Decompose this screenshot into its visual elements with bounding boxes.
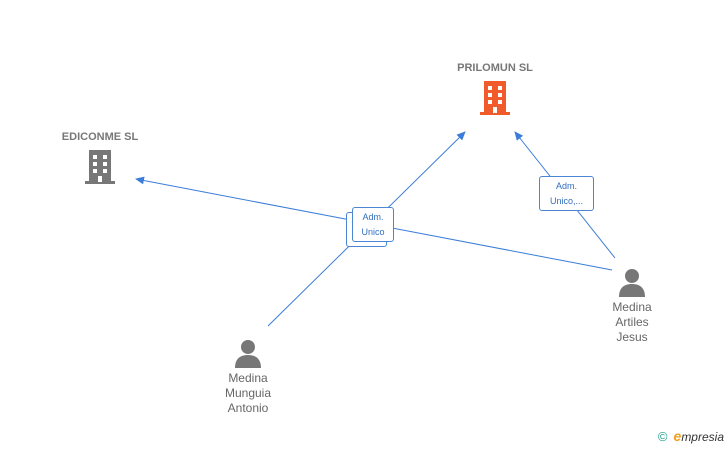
person-icon bbox=[235, 340, 261, 368]
company-name: EDICONME SL bbox=[61, 131, 139, 143]
copyright-symbol: © bbox=[657, 429, 668, 444]
person-name-line: Antonio bbox=[227, 401, 269, 415]
person-name-line: Munguia bbox=[224, 386, 272, 400]
edge-label-line: Unico bbox=[361, 227, 385, 237]
brand-initial: e bbox=[673, 428, 682, 444]
person-name-line: Jesus bbox=[616, 330, 648, 344]
edge-label-line: Unico,... bbox=[549, 196, 583, 206]
edge-label-line: Adm. bbox=[362, 212, 384, 222]
person-node-medina-munguia[interactable]: Medina Munguia Antonio bbox=[208, 338, 288, 416]
edge-label-line: Adm. bbox=[555, 181, 577, 191]
person-icon bbox=[619, 269, 645, 297]
brand-name: mpresia bbox=[681, 430, 724, 444]
company-name: PRILOMUN SL bbox=[457, 62, 533, 74]
edge-label-adm-unico[interactable]: Adm. Unico bbox=[352, 207, 394, 242]
person-name-line: Artiles bbox=[615, 315, 649, 329]
empresia-logo: © empresia bbox=[658, 428, 724, 444]
person-name-line: Medina bbox=[612, 300, 652, 314]
building-icon bbox=[85, 150, 115, 184]
company-node-prilomun[interactable]: PRILOMUN SL bbox=[430, 62, 560, 116]
person-node-medina-artiles[interactable]: Medina Artiles Jesus bbox=[592, 267, 672, 345]
person-name-line: Medina bbox=[228, 371, 268, 385]
edge-label-adm-unico-more[interactable]: Adm. Unico,... bbox=[539, 176, 594, 211]
company-node-ediconme[interactable]: EDICONME SL bbox=[35, 131, 165, 185]
building-icon bbox=[480, 81, 510, 115]
